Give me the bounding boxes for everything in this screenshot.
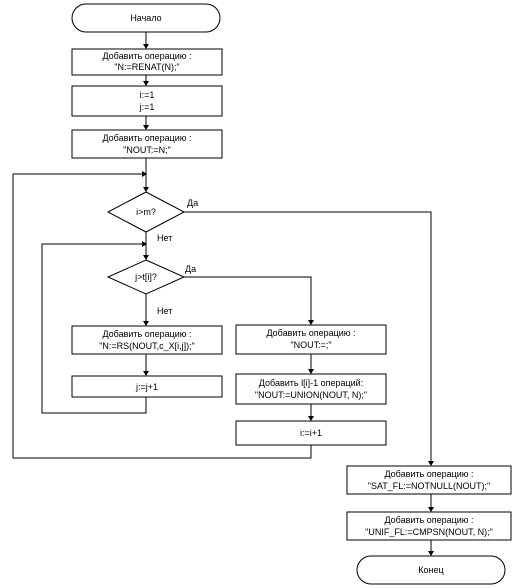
process-init-line1: i:=1: [140, 90, 155, 100]
process-add-cmpsn-line2: "UNIF_FL:=CMPSN(NOUT, N);": [365, 527, 493, 537]
process-add-notnull: Добавить операцию : "SAT_FL:=NOTNULL(NOU…: [346, 465, 512, 495]
decision-i-yes-label: Да: [187, 198, 198, 208]
end-terminal: Конец: [356, 555, 506, 585]
process-add-nout-empty-line2: "NOUT:=;": [290, 340, 331, 350]
decision-j-label: j>t[i]?: [134, 272, 157, 282]
process-add-nout-empty: Добавить операцию : "NOUT:=;": [235, 324, 387, 355]
decision-j-gt-t: j>t[i]?: [106, 259, 186, 295]
process-add-cmpsn: Добавить операцию : "UNIF_FL:=CMPSN(NOUT…: [346, 511, 512, 541]
process-add-notnull-line1: Добавить операцию :: [384, 469, 473, 479]
process-add-notnull-line2: "SAT_FL:=NOTNULL(NOUT);": [368, 481, 491, 491]
start-label: Начало: [130, 13, 161, 23]
process-add-renat-line1: Добавить операцию :: [102, 51, 191, 61]
process-add-nout-line1: Добавить операцию :: [102, 133, 191, 143]
process-add-nout: Добавить операцию : "NOUT:=N;": [71, 129, 223, 159]
process-init-counters: i:=1 j:=1: [71, 85, 223, 117]
process-add-renat-line2: "N:=RENAT(N);": [114, 62, 179, 72]
process-add-union-line2: "NOUT:=UNION(NOUT, N);": [255, 390, 367, 400]
process-add-renat: Добавить операцию : "N:=RENAT(N);": [71, 48, 223, 76]
process-add-cmpsn-line1: Добавить операцию :: [384, 515, 473, 525]
inner-loop-edge: [41, 243, 147, 414]
start-terminal: Начало: [71, 3, 221, 33]
process-add-rs-line2: "N:=RS(NOUT,c_X[i,j]);": [99, 341, 195, 351]
process-add-nout-line2: "NOUT:=N;": [123, 145, 171, 155]
process-inc-j-label: j:=j+1: [135, 382, 158, 392]
decision-j-yes-label: Да: [185, 264, 196, 274]
process-inc-i: i:=i+1: [235, 420, 387, 446]
process-add-union: Добавить l[i]-1 операций: "NOUT:=UNION(N…: [235, 373, 387, 405]
process-add-rs-line1: Добавить операцию :: [102, 329, 191, 339]
process-add-nout-empty-line1: Добавить операцию :: [266, 328, 355, 338]
decision-i-gt-m: i>m?: [106, 191, 186, 233]
process-init-line2: j:=1: [139, 102, 155, 112]
process-add-rs: Добавить операцию : "N:=RS(NOUT,c_X[i,j]…: [71, 325, 223, 355]
decision-i-label: i>m?: [136, 207, 156, 217]
end-label: Конец: [418, 565, 443, 575]
process-inc-i-label: i:=i+1: [300, 428, 322, 438]
decision-i-no-label: Нет: [157, 233, 172, 243]
process-add-union-line1: Добавить l[i]-1 операций:: [259, 378, 363, 388]
process-inc-j: j:=j+1: [71, 375, 223, 398]
decision-j-no-label: Нет: [157, 306, 172, 316]
